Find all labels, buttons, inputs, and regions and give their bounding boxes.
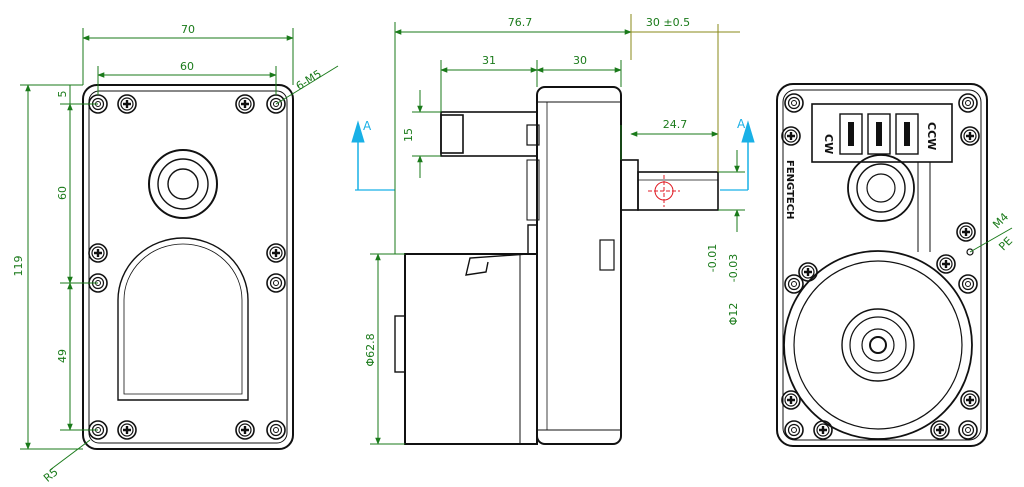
front-shaft-boss-mid: [157, 158, 209, 210]
dim-rear-shaft-height: 15: [402, 128, 415, 142]
front-view: 70 60 6-M5 119 5 60 49 R5: [12, 23, 339, 485]
mounting-hole-icon: [784, 93, 804, 113]
gearbox-body: [536, 86, 622, 445]
rear-motor-outer: [783, 250, 973, 440]
front-shaft-boss-outer: [148, 149, 218, 219]
dim-shaft-tolerance-lower: -0.03: [727, 254, 740, 282]
screw-icon: [117, 94, 137, 114]
dim-upper-spacing: 60: [56, 186, 69, 200]
rear-housing-outline: [776, 83, 988, 447]
mounting-hole-icon: [784, 420, 804, 440]
front-housing-inner: [88, 90, 288, 444]
screw-icon: [781, 390, 801, 410]
terminal-block: [811, 103, 953, 163]
dim-edge-offset: 5: [56, 91, 69, 98]
output-shaft: [620, 159, 639, 211]
screw-icon: [88, 243, 108, 263]
dim-overall-width: 70: [181, 23, 195, 36]
dim-shaft-tolerance-upper: -0.01: [706, 244, 719, 272]
motor-body: [404, 253, 538, 445]
screw-icon: [930, 420, 950, 440]
section-label-right: A: [737, 117, 746, 131]
screw-icon: [960, 390, 980, 410]
terminal-label-cw: CW: [822, 134, 835, 154]
dim-corner-radius: R5: [41, 465, 61, 484]
dim-overall-height: 119: [12, 256, 25, 277]
front-housing-outline: [82, 84, 294, 450]
dim-shaft-diameter: Φ12: [727, 303, 740, 326]
screw-icon: [813, 420, 833, 440]
dim-shaft-length: 30 ±0.5: [646, 16, 690, 29]
section-arrow-left-icon: [351, 120, 365, 143]
front-motor-recess: [117, 237, 249, 401]
ground-pe-label: PE: [996, 234, 1015, 253]
screw-icon: [117, 420, 137, 440]
mounting-hole-icon: [958, 420, 978, 440]
screw-icon: [960, 126, 980, 146]
dim-motor-diameter: Φ62.8: [364, 333, 377, 366]
front-shaft-boss-inner: [167, 168, 199, 200]
section-arrow-right-icon: [741, 120, 755, 143]
screw-icon: [781, 126, 801, 146]
side-view: A A 7: [351, 14, 755, 445]
shaft-center-mark: [648, 175, 680, 207]
screw-icon: [266, 243, 286, 263]
screw-icon: [235, 94, 255, 114]
dim-lower-spacing: 49: [56, 349, 69, 363]
ground-thread-label: M4: [990, 210, 1011, 231]
dim-hole-spacing-width: 60: [180, 60, 194, 73]
mounting-hole-icon: [958, 93, 978, 113]
brand-label: FENGTECH: [784, 160, 795, 219]
dim-side-overall-length: 76.7: [508, 16, 533, 29]
screw-icon: [936, 254, 956, 274]
ground-screw-icon: [956, 222, 976, 242]
screw-icon: [235, 420, 255, 440]
dim-rear-shaft-length: 31: [482, 54, 496, 67]
dim-shaft-offset: 24.7: [663, 118, 688, 131]
rear-shaft: [440, 111, 538, 157]
mounting-hole-icon: [958, 274, 978, 294]
mounting-hole-icon: [784, 274, 804, 294]
front-motor-recess-inner: [123, 243, 243, 395]
dim-hole-callout: 6-M5: [294, 67, 324, 93]
dim-body-width: 30: [573, 54, 587, 67]
mounting-hole-icon: [266, 273, 286, 293]
mounting-hole-icon: [266, 420, 286, 440]
terminal-label-ccw: CCW: [925, 122, 938, 150]
section-label-left: A: [363, 119, 372, 133]
rear-view: CW CCW FENGTECH M4: [776, 83, 1015, 447]
